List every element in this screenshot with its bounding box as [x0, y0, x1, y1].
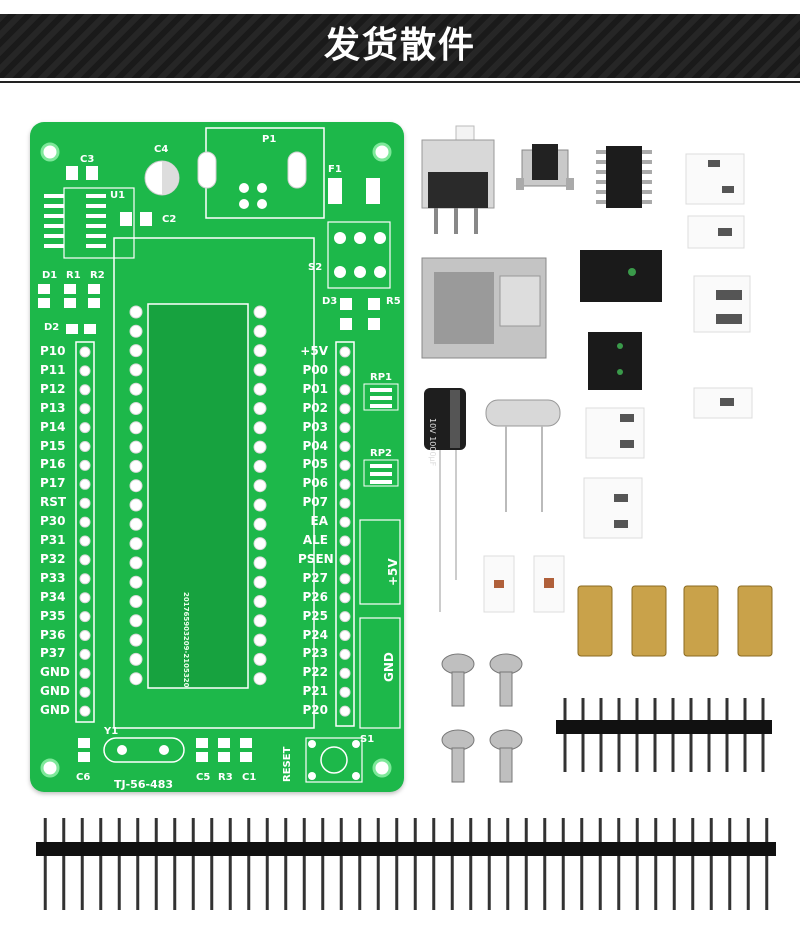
pin-label: P25	[302, 608, 329, 623]
ref-d2: D2	[44, 322, 60, 333]
pin-label: +5V	[300, 344, 328, 358]
long-pin-header	[36, 818, 776, 910]
push-switch	[421, 125, 495, 234]
screws	[441, 653, 523, 783]
ref-r1: R1	[66, 270, 81, 281]
pin-label: P20	[302, 703, 329, 718]
pin-label: P23	[302, 646, 329, 661]
pin-label: P11	[40, 362, 66, 377]
ref-d3: D3	[322, 296, 338, 307]
pin-label: P04	[302, 438, 329, 453]
ref-r2: R2	[90, 270, 105, 281]
ref-f1: F1	[328, 164, 342, 175]
ref-c3: C3	[80, 154, 95, 165]
pcb-artwork	[38, 127, 401, 783]
pin-label: P01	[302, 381, 329, 396]
usb-connector	[421, 257, 547, 359]
pin-label: P02	[302, 400, 329, 415]
pin-label: P12	[40, 381, 66, 396]
capacitor-marking: 10V 1000μF	[428, 418, 437, 467]
pin-label: P26	[302, 589, 329, 604]
pin-label: P21	[302, 684, 329, 699]
ref-rp1: RP1	[370, 372, 392, 383]
pin-label: EA	[310, 514, 328, 529]
pin-label: PSEN	[298, 551, 334, 566]
pin-label: GND	[40, 665, 70, 680]
pin-label: P17	[40, 476, 66, 491]
tactile-button	[516, 144, 574, 190]
pin-label: P24	[302, 627, 329, 642]
ref-u1: U1	[110, 190, 126, 201]
pin-label: P05	[302, 457, 329, 472]
pcb-board: C3 C4 P1 U1 C2 F1 S2 D1 R1 R2 D2 D3 R5 R…	[30, 122, 404, 792]
black-smd-parts	[580, 250, 662, 390]
pin-label: GND	[40, 703, 70, 718]
pin-label: P30	[40, 514, 66, 529]
mount-hole	[372, 142, 392, 162]
crystal-oscillator	[485, 399, 561, 512]
pin-label: GND	[40, 684, 70, 699]
pin-label: P27	[302, 570, 329, 585]
pin-label: P06	[302, 476, 329, 491]
pin-label: P33	[40, 570, 66, 585]
pin-label: P13	[40, 400, 66, 415]
pin-label: P00	[302, 362, 329, 377]
ref-s2: S2	[308, 262, 323, 273]
ref-c5: C5	[196, 772, 211, 783]
pin-label: P36	[40, 627, 66, 642]
ref-c1: C1	[242, 772, 257, 783]
ref-c4: C4	[154, 144, 169, 155]
pin-label: P22	[302, 665, 329, 680]
title-banner	[0, 14, 800, 78]
ref-y1: Y1	[104, 726, 119, 737]
mount-hole	[40, 758, 60, 778]
pin-label: RST	[40, 495, 67, 510]
brass-standoffs	[577, 585, 773, 657]
pin-label: ALE	[302, 533, 328, 547]
pin-label: P32	[40, 551, 66, 566]
ref-rp2: RP2	[370, 448, 392, 459]
pin-label: P37	[40, 646, 66, 661]
ref-c6: C6	[76, 772, 91, 783]
ref-r3: R3	[218, 772, 233, 783]
pin-label: P16	[40, 457, 66, 472]
electrolytic-capacitor	[424, 388, 466, 612]
pin-label: P03	[302, 419, 329, 434]
short-pin-header	[556, 698, 772, 772]
ref-s1: S1	[360, 734, 375, 745]
board-name: TJ-56-483	[114, 778, 173, 791]
pin-label: P14	[40, 419, 66, 434]
pin-label: P07	[302, 495, 329, 510]
pin-label: P31	[40, 533, 66, 547]
pin-label: P34	[40, 589, 66, 604]
ref-d1: D1	[42, 270, 58, 281]
smd-tapes	[483, 153, 753, 613]
dip-ic	[596, 146, 652, 208]
pin-label: P15	[40, 438, 66, 453]
pin-label: P35	[40, 608, 66, 623]
ref-c2: C2	[162, 214, 177, 225]
ref-r5: R5	[386, 296, 401, 307]
pin-label: P10	[40, 344, 66, 358]
banner-title: 发货散件	[323, 25, 476, 66]
mount-hole	[372, 758, 392, 778]
banner-underline	[0, 81, 800, 83]
ref-p1: P1	[262, 134, 277, 145]
mount-hole	[40, 142, 60, 162]
